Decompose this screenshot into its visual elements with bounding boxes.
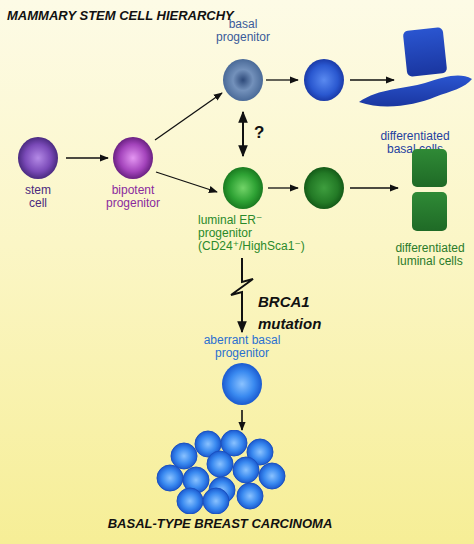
diagram-title: MAMMARY STEM CELL HIERARCHY [7,8,234,23]
flow-arrow [268,187,298,188]
cell-body [223,167,263,209]
tumour-cell [233,457,259,483]
cell-body [18,137,58,179]
progenitor-node: basal progenitor [208,18,278,102]
tumour-cluster [150,430,290,514]
progenitor-node: bipotent progenitor [98,136,168,210]
aberrant-cell-node: aberrant basal progenitor [186,334,298,406]
basal-cells-shape [355,26,474,110]
luminal-cell [412,192,447,231]
diagram-caption: BASAL-TYPE BREAST CARCINOMA [40,516,400,531]
connector-arrow [241,410,243,430]
cell-label: stem cell [20,184,56,210]
cell-body [223,59,263,101]
differentiated-cells-node: differentiated luminal cells [380,148,474,268]
connector-arrow [155,93,222,140]
luminal-cell [412,149,447,187]
cell-label: aberrant basal progenitor [195,334,290,360]
tumour-cell [259,463,285,489]
progenitor-node: luminal ER⁻ progenitor (CD24⁺/HighSca1⁻) [196,166,306,253]
tumour-cell [171,443,197,469]
connector-arrow [242,112,244,156]
luminal-cells-shape [380,148,474,232]
cell-label: bipotent progenitor [102,184,164,210]
cell-circle [221,58,265,102]
cell-circle [221,166,265,210]
connector-arrow [156,172,217,192]
cell-circle [220,362,264,406]
stem-cell-node: stem cell [12,136,64,210]
mutation-label: BRCA1 mutation [258,291,330,335]
tumour-cell [203,488,229,514]
cell-circle [16,136,60,180]
flow-arrow [266,79,298,80]
cell-circle [304,59,344,101]
cell-label: luminal ER⁻ progenitor (CD24⁺/HighSca1⁻) [198,214,306,253]
connector-arrow [231,258,253,332]
cell-body [222,363,262,405]
basal-cell [403,27,448,77]
connector-arrow [66,157,108,158]
cell-label: differentiated luminal cells [385,242,474,268]
tumour-cell [157,465,183,491]
tumour-cell [207,451,233,477]
tumour-cell [177,488,203,514]
flow-arrow [350,187,398,188]
tumour-cell [237,483,263,509]
cell-body [113,137,153,179]
basal-cell [359,76,472,107]
question-mark: ? [254,123,264,143]
differentiated-cells-node: differentiated basal cells [355,26,474,156]
cell-circle [111,136,155,180]
flow-arrow [350,79,394,80]
cell-circle [304,167,344,209]
tumour-node: BASAL-TYPE BREAST CARCINOMA [40,430,400,531]
